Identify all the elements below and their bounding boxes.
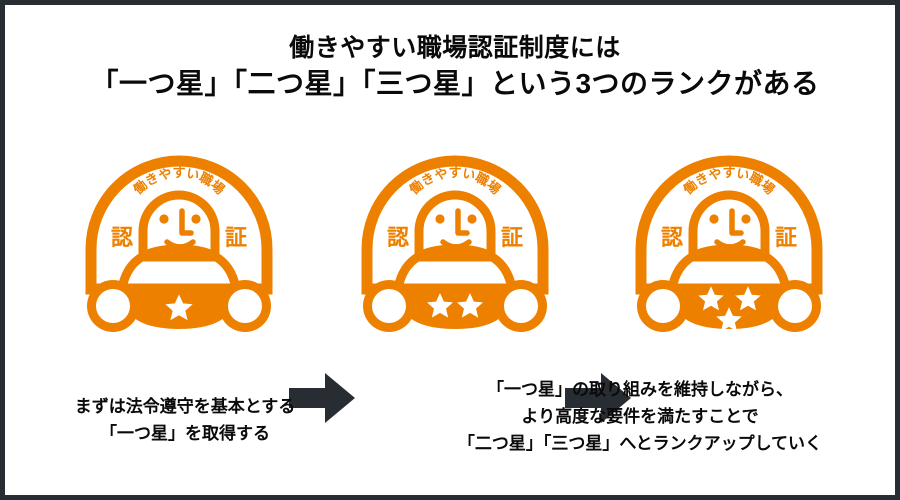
badge-wheels	[637, 280, 821, 332]
smile-icon	[164, 239, 196, 250]
badge-row: 認 証 働きやすい職場	[5, 153, 895, 423]
badge-one-star: 認 証 働きやすい職場	[81, 153, 277, 345]
caption-one-star: まずは法令遵守を基本とする 「一つ星」を取得する	[25, 393, 345, 447]
caption-right-line-2: より高度な要件を満たすことで	[521, 407, 759, 426]
badge-face	[159, 208, 201, 250]
badge-left-kanji: 認	[661, 226, 683, 251]
caption-left-line-2: 「一つ星」を取得する	[100, 424, 270, 443]
badge-stars	[698, 286, 761, 332]
badge-stars	[165, 294, 193, 321]
badge-face	[709, 208, 751, 250]
badge-left-kanji: 認	[387, 226, 409, 251]
eye-left-icon	[435, 214, 445, 224]
title-line-2: 「一つ星」「二つ星」「三つ星」という3つのランクがある	[90, 68, 820, 99]
badge-vehicle-body	[400, 293, 510, 329]
caption-right-line-3: 「二つ星」「三つ星」へとランクアップしていく	[457, 434, 823, 453]
arrow-right-icon-2	[565, 371, 631, 425]
badge-wheels	[363, 280, 547, 332]
badge-two-star: 認 証 働きやすい職場	[357, 153, 553, 345]
caption-right-line-1: 「一つ星」の取り組みを維持しながら、	[487, 380, 793, 399]
eye-left-icon	[159, 214, 169, 224]
badge-dome-outline	[635, 155, 823, 295]
badge-wheels	[87, 280, 271, 332]
eye-right-icon	[191, 214, 201, 224]
smile-icon	[440, 239, 472, 250]
smile-icon	[714, 239, 746, 250]
badge-three-star: 認 証 働きやすい職場	[631, 153, 827, 345]
eye-right-icon	[741, 214, 751, 224]
badge-right-kanji: 証	[775, 226, 797, 251]
eye-left-icon	[709, 214, 719, 224]
badge-dome-outline	[85, 155, 273, 295]
eye-right-icon	[467, 214, 477, 224]
badge-left-kanji: 認	[111, 226, 133, 251]
nose-icon	[729, 208, 744, 236]
caption-left-line-1: まずは法令遵守を基本とする	[74, 397, 296, 416]
caption-rank-up: 「一つ星」の取り組みを維持しながら、 より高度な要件を満たすことで 「二つ星」「…	[385, 376, 895, 457]
badge-stars	[427, 293, 483, 318]
title-line-1: 働きやすい職場認証制度には	[289, 34, 621, 62]
nose-icon	[455, 208, 470, 236]
badge-right-kanji: 証	[501, 226, 523, 251]
page-title: 働きやすい職場認証制度には 「一つ星」「二つ星」「三つ星」という3つのランクがあ…	[5, 31, 895, 103]
badge-dome-outline	[361, 155, 549, 295]
nose-icon	[179, 208, 194, 236]
badge-right-kanji: 証	[225, 226, 247, 251]
arrow-right-icon-1	[289, 371, 355, 425]
badge-face	[435, 208, 477, 250]
